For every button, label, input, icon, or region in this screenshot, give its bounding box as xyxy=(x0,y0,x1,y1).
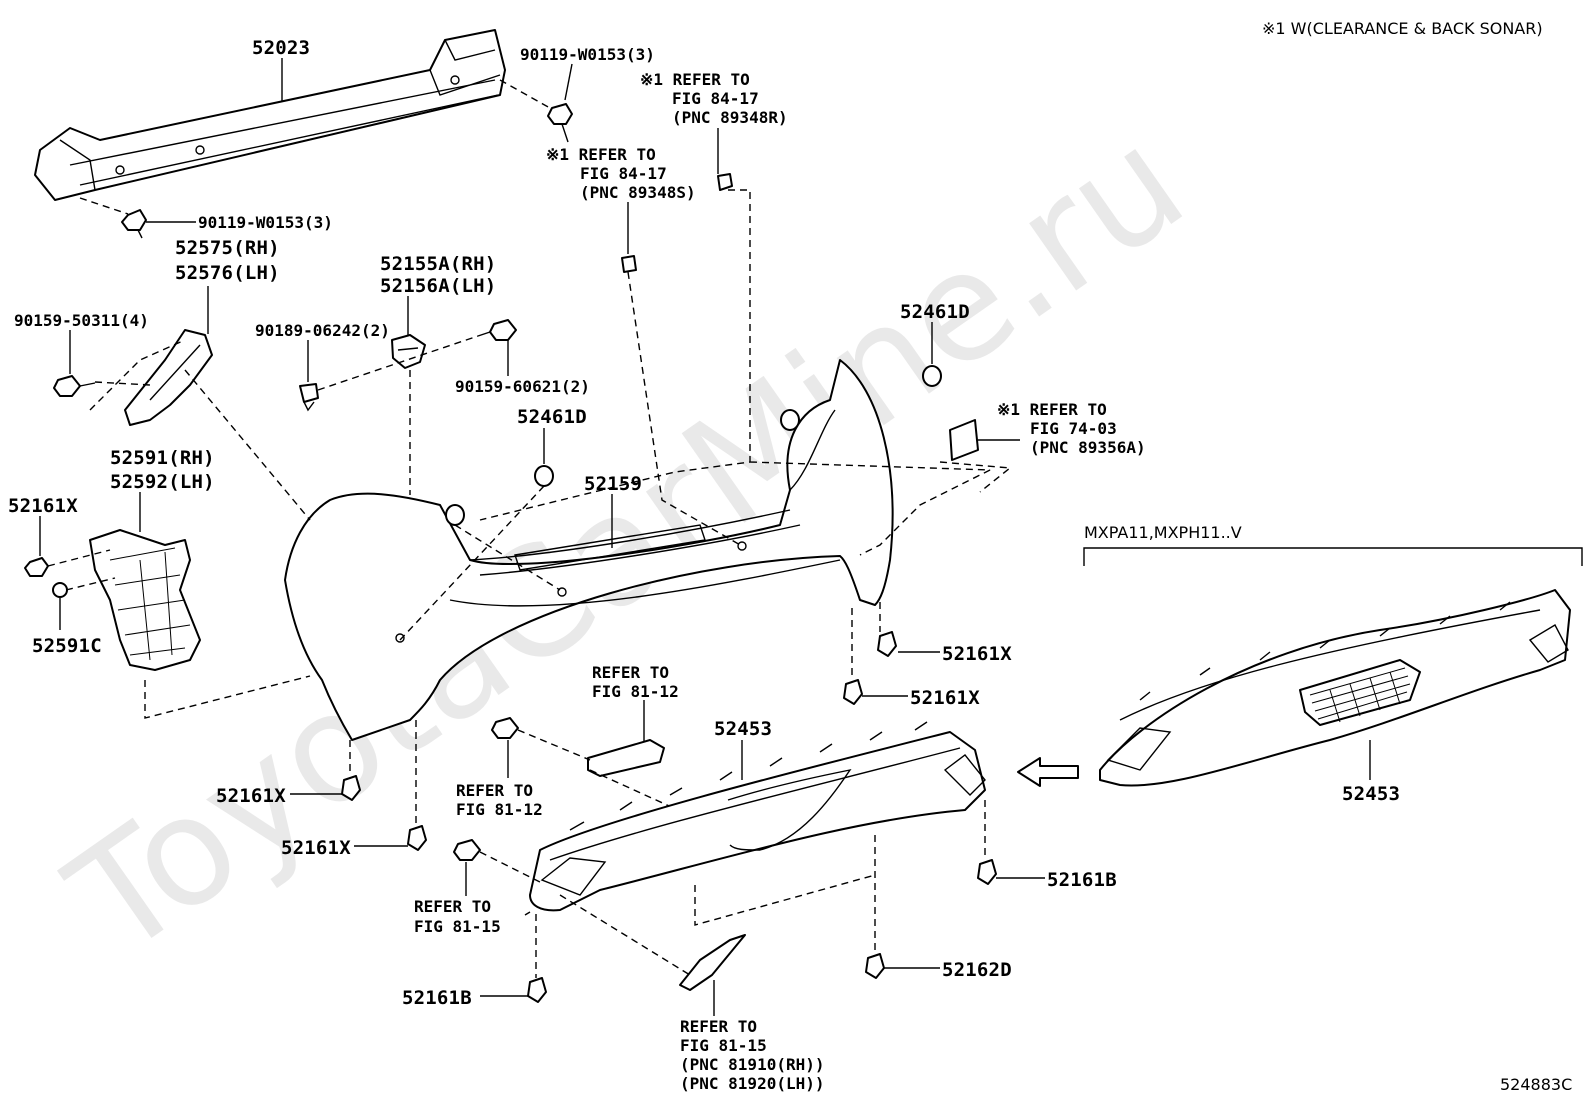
label-52461d-right: 52461D xyxy=(900,301,970,323)
screw-90159-60621[interactable] xyxy=(477,319,517,341)
dash-bracket-cover xyxy=(454,524,561,591)
dash-bracket-fasteners xyxy=(317,335,479,495)
label-52023: 52023 xyxy=(252,37,310,59)
variant-label: MXPA11,MXPH11..V xyxy=(1084,523,1242,542)
bumper-bracket-52155a[interactable] xyxy=(391,334,426,369)
dash-retainer-cover xyxy=(184,369,311,521)
sonar-clip-89348s[interactable] xyxy=(621,255,637,273)
clip-52161x-left-b[interactable] xyxy=(407,825,427,851)
ref-81-15-b-line2: FIG 81-15 xyxy=(680,1036,767,1055)
label-52576: 52576(LH) xyxy=(175,262,280,284)
plug-52461d-center[interactable] xyxy=(534,465,554,487)
label-52156a: 52156A(LH) xyxy=(380,275,496,297)
label-52161x-left-b: 52161X xyxy=(281,837,351,859)
clip-90189-06242[interactable] xyxy=(299,383,319,412)
variant-arrow xyxy=(1017,757,1079,787)
clip-52161b-right[interactable] xyxy=(977,859,997,885)
label-52161x-left-a: 52161X xyxy=(216,785,286,807)
clip-52161b-left[interactable] xyxy=(527,977,547,1003)
ref-89348r-line2: FIG 84-17 xyxy=(672,89,759,108)
sonar-clip-89348r[interactable] xyxy=(717,173,733,191)
ref-89348r-line1: ※1 REFER TO xyxy=(640,70,750,89)
plug-52461d-right[interactable] xyxy=(922,365,942,387)
label-52161x-right-lower: 52161X xyxy=(910,687,980,709)
dash-beam-bolt-upper xyxy=(499,79,551,109)
ref-81-15-b-line4: (PNC 81920(LH)) xyxy=(680,1074,825,1093)
rear-bumper-cover-52159[interactable] xyxy=(284,359,894,741)
ref-89356a-line3: (PNC 89356A) xyxy=(1030,438,1146,457)
ref-81-15-a-line2: FIG 81-15 xyxy=(414,917,501,936)
ref-81-12-b-line2: FIG 81-12 xyxy=(456,800,543,819)
clip-52161x-right-upper[interactable] xyxy=(877,631,897,657)
rear-diffuser-52453-variant[interactable] xyxy=(1099,589,1571,787)
label-52161b-left: 52161B xyxy=(402,987,472,1009)
ref-89348s-line1: ※1 REFER TO xyxy=(546,145,656,164)
label-52591: 52591(RH) xyxy=(110,447,215,469)
mudguard-52591[interactable] xyxy=(89,529,201,671)
ref-81-15-a-line1: REFER TO xyxy=(414,897,491,916)
label-90159-60621: 90159-60621(2) xyxy=(455,377,590,396)
dash-beam-bolt-lower xyxy=(79,197,129,215)
bumper-retainer-52575[interactable] xyxy=(124,329,213,426)
dash-81-15-screw xyxy=(479,851,541,916)
clip-52161x-mudguard[interactable] xyxy=(24,557,49,577)
bolt-90119-upper[interactable] xyxy=(547,103,573,143)
label-52161b-right: 52161B xyxy=(1047,869,1117,891)
label-90119-lower: 90119-W0153(3) xyxy=(198,213,333,232)
label-52155a: 52155A(RH) xyxy=(380,253,496,275)
dash-89348s-cover xyxy=(627,271,743,547)
dash-retainer-screw xyxy=(89,339,186,411)
leader-90119-upper xyxy=(564,63,573,101)
bolt-90119-lower[interactable] xyxy=(121,209,147,239)
dash-mudguard-fasteners xyxy=(47,549,311,719)
label-90189: 90189-06242(2) xyxy=(255,321,390,340)
ref-81-12-a-line2: FIG 81-12 xyxy=(592,682,679,701)
label-90119-upper: 90119-W0153(3) xyxy=(520,45,655,64)
label-52453-variant: 52453 xyxy=(1342,783,1400,805)
label-52592: 52592(LH) xyxy=(110,471,215,493)
label-52162d: 52162D xyxy=(942,959,1012,981)
label-52161x-right-upper: 52161X xyxy=(942,643,1012,665)
ref-89356a-line1: ※1 REFER TO xyxy=(997,400,1107,419)
label-52591c: 52591C xyxy=(32,635,102,657)
header-note: ※1 W(CLEARANCE & BACK SONAR) xyxy=(1262,19,1543,38)
nut-52591c[interactable] xyxy=(52,582,68,598)
garnish-81-15[interactable] xyxy=(679,934,746,991)
clip-52162d[interactable] xyxy=(865,953,885,979)
clip-52161x-right-lower[interactable] xyxy=(843,679,863,705)
ref-89348s-line3: (PNC 89348S) xyxy=(580,183,696,202)
screw-90159-50311[interactable] xyxy=(53,375,96,397)
ref-89348s-line2: FIG 84-17 xyxy=(580,164,667,183)
label-90159-50311: 90159-50311(4) xyxy=(14,311,149,330)
screw-81-12[interactable] xyxy=(491,717,519,739)
label-52161x-mudguard: 52161X xyxy=(8,495,78,517)
variant-bracket xyxy=(1083,547,1583,566)
ref-89356a-line2: FIG 74-03 xyxy=(1030,419,1117,438)
label-52575: 52575(RH) xyxy=(175,237,280,259)
rear-diffuser-52453-main[interactable] xyxy=(529,721,986,912)
footer-code: 524883C xyxy=(1500,1075,1572,1094)
bumper-reinforcement-52023[interactable] xyxy=(34,29,506,201)
clip-52161x-left-a[interactable] xyxy=(341,775,361,801)
label-52453-main: 52453 xyxy=(714,718,772,740)
dash-81-15-garnish xyxy=(559,894,691,976)
screw-81-15[interactable] xyxy=(453,839,481,861)
reflector-81-12[interactable] xyxy=(587,739,665,777)
ref-81-15-b-line3: (PNC 81910(RH)) xyxy=(680,1055,825,1074)
dash-89348r-cover xyxy=(479,189,991,556)
label-52159: 52159 xyxy=(584,473,642,495)
ref-81-12-b-line1: REFER TO xyxy=(456,781,533,800)
dash-52162d xyxy=(694,835,876,954)
label-52461d-center: 52461D xyxy=(517,406,587,428)
ref-81-12-a-line1: REFER TO xyxy=(592,663,669,682)
ref-81-15-b-line1: REFER TO xyxy=(680,1017,757,1036)
sonar-bracket-89356a[interactable] xyxy=(949,419,979,461)
ref-89348r-line3: (PNC 89348R) xyxy=(672,108,788,127)
